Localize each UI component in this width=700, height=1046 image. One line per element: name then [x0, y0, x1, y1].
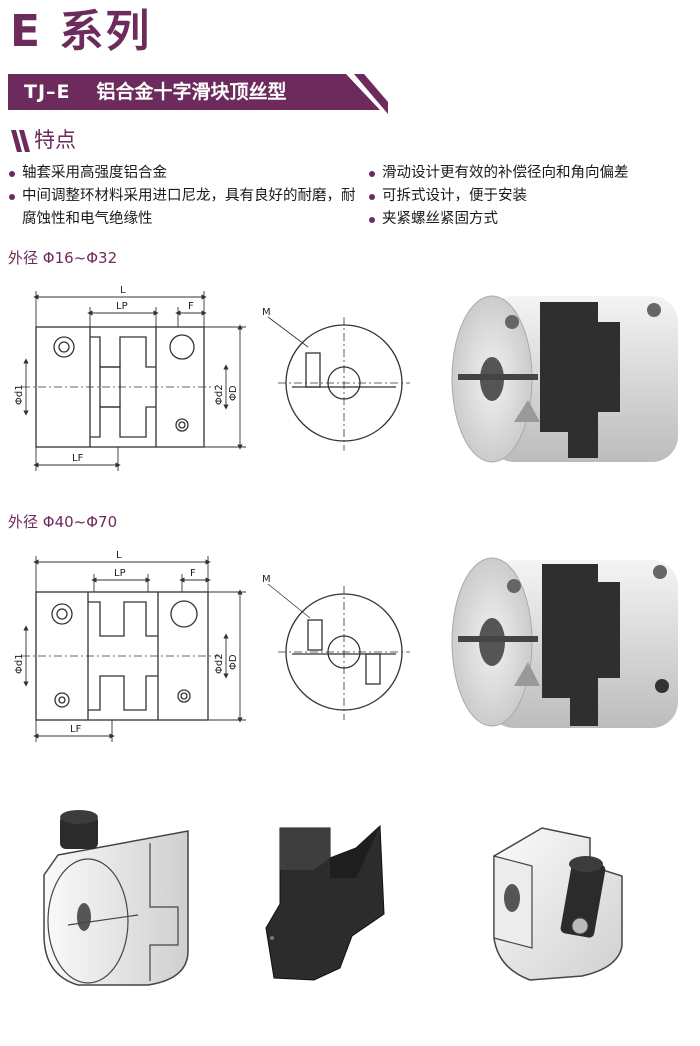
dim-label: M — [262, 307, 271, 318]
banner-text: TJ–E 铝合金十字滑块顶丝型 — [24, 74, 287, 110]
dim-label: LP — [114, 568, 126, 579]
dim-label: Φd2 — [214, 384, 225, 405]
size-label: 外径 Φ16~Φ32 — [8, 249, 118, 267]
product-name: 铝合金十字滑块顶丝型 — [96, 81, 287, 103]
coupling-photo — [451, 295, 678, 463]
dimension-drawing: L LP F LF Φd1 Φd2 ΦD M — [14, 550, 410, 742]
dim-label: ΦD — [228, 654, 239, 670]
feature-item: 滑动设计更有效的补偿径向和角向偏差 — [368, 162, 698, 185]
dim-label: Φd1 — [14, 653, 25, 674]
series-title: E 系列 — [10, 6, 152, 57]
dim-label: L — [120, 285, 126, 296]
double-slash-icon — [11, 130, 30, 152]
title-banner — [8, 74, 388, 114]
coupling-photo — [451, 557, 678, 728]
dim-label: F — [190, 568, 196, 579]
hub-part-photo — [493, 827, 623, 981]
dim-label: LF — [70, 724, 82, 735]
nylon-disc-photo — [265, 824, 385, 981]
model-code: TJ–E — [24, 81, 71, 103]
dim-label: LP — [116, 301, 128, 312]
feature-item: 轴套采用高强度铝合金 — [8, 162, 356, 185]
dim-label: LF — [72, 453, 84, 464]
dim-label: Φd2 — [214, 653, 225, 674]
dimension-drawing: L LP F LF Φd1 Φd2 ΦD M — [14, 285, 410, 471]
feature-item: 中间调整环材料采用进口尼龙，具有良好的耐磨，耐腐蚀性和电气绝缘性 — [8, 185, 356, 231]
features-list-left: 轴套采用高强度铝合金 中间调整环材料采用进口尼龙，具有良好的耐磨，耐腐蚀性和电气… — [8, 162, 356, 231]
hub-part-photo — [43, 810, 189, 986]
size-label: 外径 Φ40~Φ70 — [8, 513, 118, 531]
feature-item: 可拆式设计，便于安装 — [368, 185, 698, 208]
dim-label: L — [116, 550, 122, 561]
dim-label: Φd1 — [14, 384, 25, 405]
features-title: 特点 — [34, 128, 76, 152]
dim-label: M — [262, 574, 271, 585]
dim-label: F — [188, 301, 194, 312]
dim-label: ΦD — [228, 385, 239, 401]
feature-item: 夹紧螺丝紧固方式 — [368, 208, 698, 231]
features-list-right: 滑动设计更有效的补偿径向和角向偏差 可拆式设计，便于安装 夹紧螺丝紧固方式 — [368, 162, 698, 231]
